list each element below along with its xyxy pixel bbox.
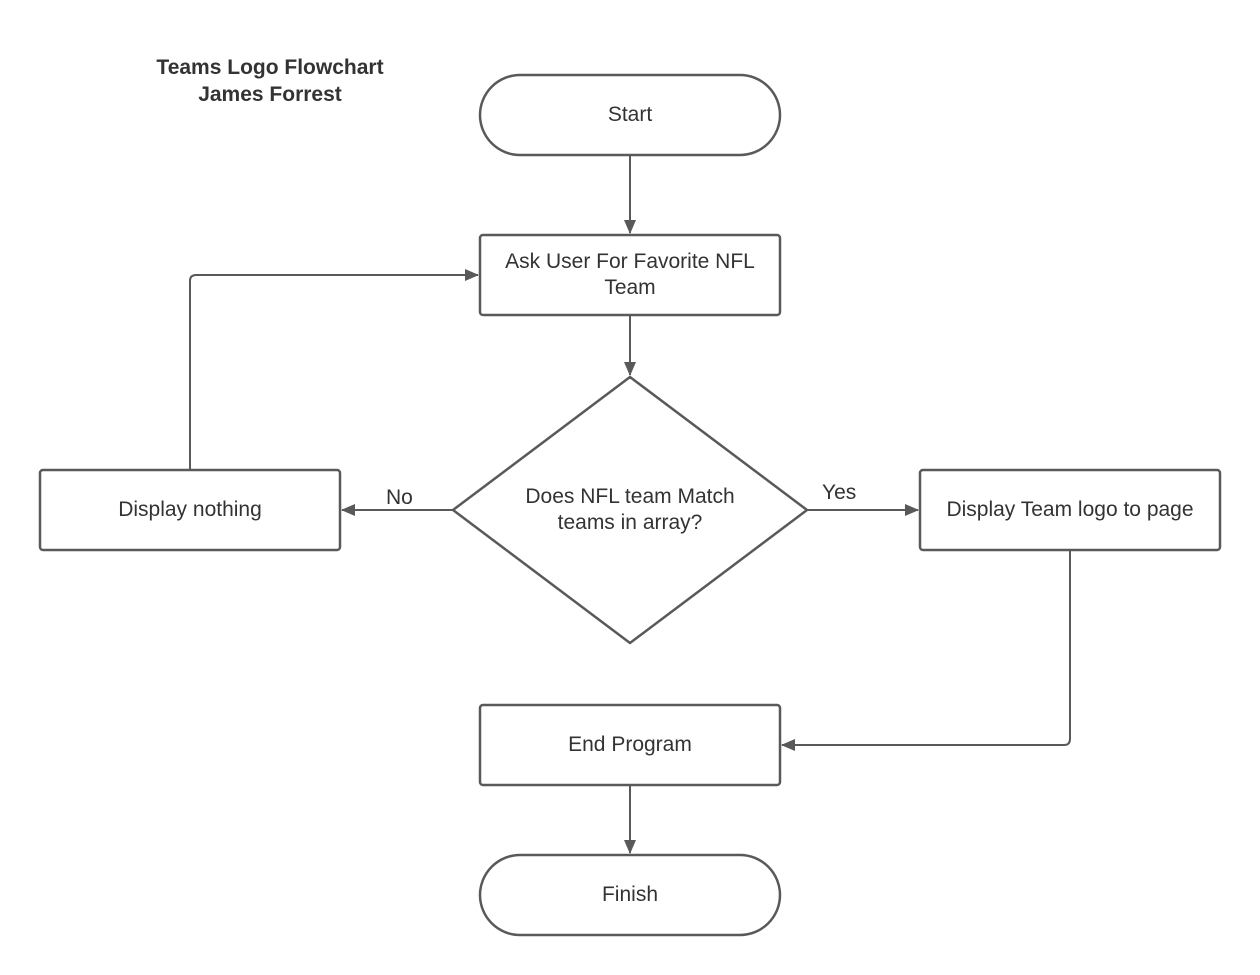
start-node-label: Start (607, 103, 653, 126)
decision-node-label: Does NFL team Match teams in array? (525, 485, 735, 534)
arrow-display-nothing-loop-to-ask (189, 269, 479, 470)
ask-node-label: Ask User For Favorite NFL Team (505, 250, 755, 299)
end-program-node-label: End Program (568, 733, 692, 756)
display-nothing-node-label: Display nothing (118, 498, 262, 521)
edge-label-yes: Yes (822, 481, 857, 504)
finish-node-label: Finish (601, 883, 659, 906)
edge-label-no: No (386, 486, 413, 509)
title-line-1: Teams Logo Flowchart (156, 56, 384, 79)
diagram-title: Teams Logo Flowchart James Forrest (130, 54, 410, 108)
title-line-2: James Forrest (198, 83, 342, 106)
decision-diamond-shape (451, 375, 809, 645)
finish-terminal-shape (478, 853, 782, 937)
arrow-display-logo-to-end-program (781, 550, 1071, 751)
display-logo-node-label: Display Team logo to page (946, 498, 1194, 521)
